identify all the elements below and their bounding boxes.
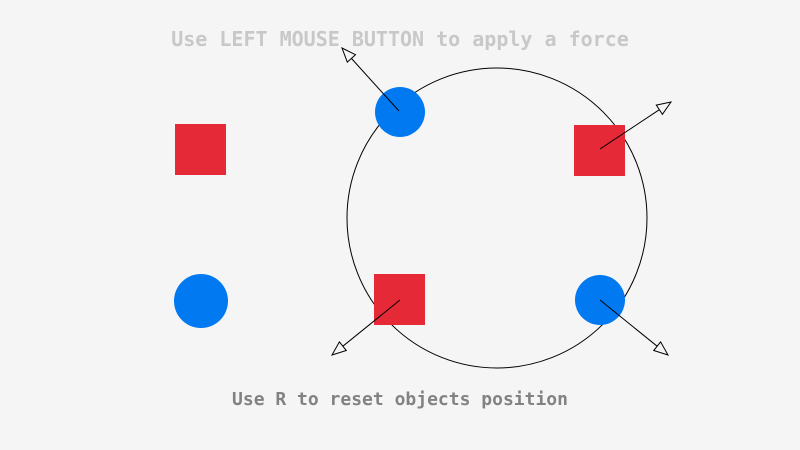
red-square-left[interactable] (175, 124, 226, 175)
force-arrow-square-right-shaft (599, 109, 660, 150)
red-square-bottom[interactable] (374, 274, 425, 325)
force-arrow-circle-top-head (341, 46, 357, 63)
force-arrow-circle-right-shaft (599, 299, 658, 347)
boundary-circle (346, 67, 648, 369)
force-arrow-circle-top-shaft (351, 58, 400, 112)
blue-circle-top[interactable] (375, 87, 425, 137)
force-arrow-square-bottom-shaft (342, 299, 401, 347)
red-square-right[interactable] (574, 125, 625, 176)
force-arrow-circle-right-head (652, 341, 670, 356)
force-arrow-square-right-head (655, 101, 673, 116)
instruction-reset-objects: Use R to reset objects position (232, 389, 568, 410)
force-arrow-square-bottom-head (330, 341, 348, 356)
blue-circle-left[interactable] (174, 274, 228, 328)
instruction-apply-force: Use LEFT MOUSE BUTTON to apply a force (171, 27, 629, 51)
